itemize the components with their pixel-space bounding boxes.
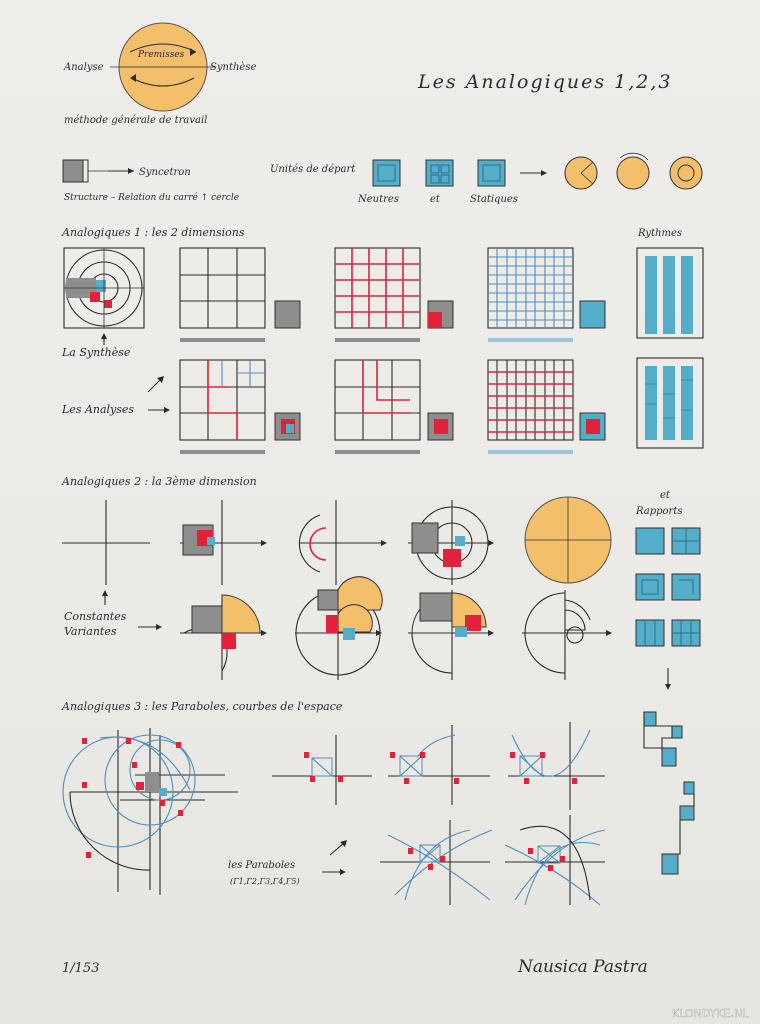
artist-signature: Nausica Pastra: [517, 957, 648, 977]
analysis-grid-3: [487, 359, 606, 454]
paraboles-sublabel: (Γ1,Γ2,Γ3,Γ4,Γ5): [230, 877, 300, 886]
grid-blue: [487, 247, 606, 342]
rythmes-panel-2: [636, 357, 704, 449]
structure-label: Structure – Relation du carré ↑ cercle: [64, 192, 239, 203]
method-diagram: [110, 22, 216, 112]
syncetron-label: Syncetron: [139, 167, 191, 178]
rythmes-panel-1: [636, 247, 704, 339]
parabola-large-1: [380, 820, 493, 905]
grid-3x3: [179, 247, 301, 342]
synthese-label-top: Synthèse: [210, 62, 256, 73]
variantes-label: Variantes: [64, 625, 117, 638]
analysis-grid-1: [179, 359, 301, 454]
analyse-label: Analyse: [63, 62, 104, 73]
analyses-label: Les Analyses: [61, 403, 134, 416]
et-label: et: [430, 194, 441, 205]
premisses-label: Premisses: [137, 50, 185, 60]
edition-number: 1/153: [62, 961, 99, 976]
method-caption: méthode générale de travail: [64, 115, 207, 126]
parabola-large-2: [504, 815, 606, 906]
synthese-figure: [63, 247, 145, 345]
et-rapports-1: et: [660, 490, 671, 501]
unites-label: Unités de départ: [270, 164, 356, 175]
unit-squares: [372, 152, 703, 190]
neutres-label: Neutres: [357, 194, 399, 205]
parabola-composite: [62, 728, 238, 895]
section3-heading: Analogiques 3 : les Paraboles, courbes d…: [61, 700, 343, 713]
variant-1: [180, 594, 267, 680]
syncetron-diagram: [62, 159, 134, 183]
watermark: KLONDYKE.NL: [672, 1007, 749, 1020]
axes-arc: [298, 500, 387, 585]
parabola-small-2: [388, 725, 490, 805]
variant-3: [408, 590, 494, 680]
et-rapports-2: Rapports: [635, 506, 682, 517]
stair-blocks-1: [643, 711, 683, 767]
section1-heading: Analogiques 1 : les 2 dimensions: [61, 226, 245, 239]
page-title: Les Analogiques 1,2,3: [417, 71, 672, 93]
parabola-small-3: [508, 722, 605, 810]
synthese-label: La Synthèse: [61, 346, 131, 359]
orange-disc: [524, 496, 612, 584]
rythmes-label: Rythmes: [637, 228, 682, 239]
axes-plain: [62, 500, 150, 585]
statiques-label: Statiques: [470, 194, 518, 205]
axes-circle-squares: [408, 500, 494, 585]
constantes-label: Constantes: [64, 610, 127, 623]
paraboles-label: les Paraboles: [228, 860, 295, 871]
parabola-small-1: [272, 735, 372, 805]
stair-blocks-2: [661, 781, 695, 875]
analysis-grid-2: [334, 359, 454, 454]
analyses-arrows: [147, 376, 170, 413]
rapports-squares: [635, 527, 701, 647]
section2-heading: Analogiques 2 : la 3ème dimension: [61, 475, 257, 488]
axes-squares: [180, 500, 267, 585]
grid-red: [334, 247, 454, 342]
variant-4: [522, 590, 612, 680]
variant-2: [295, 576, 383, 680]
